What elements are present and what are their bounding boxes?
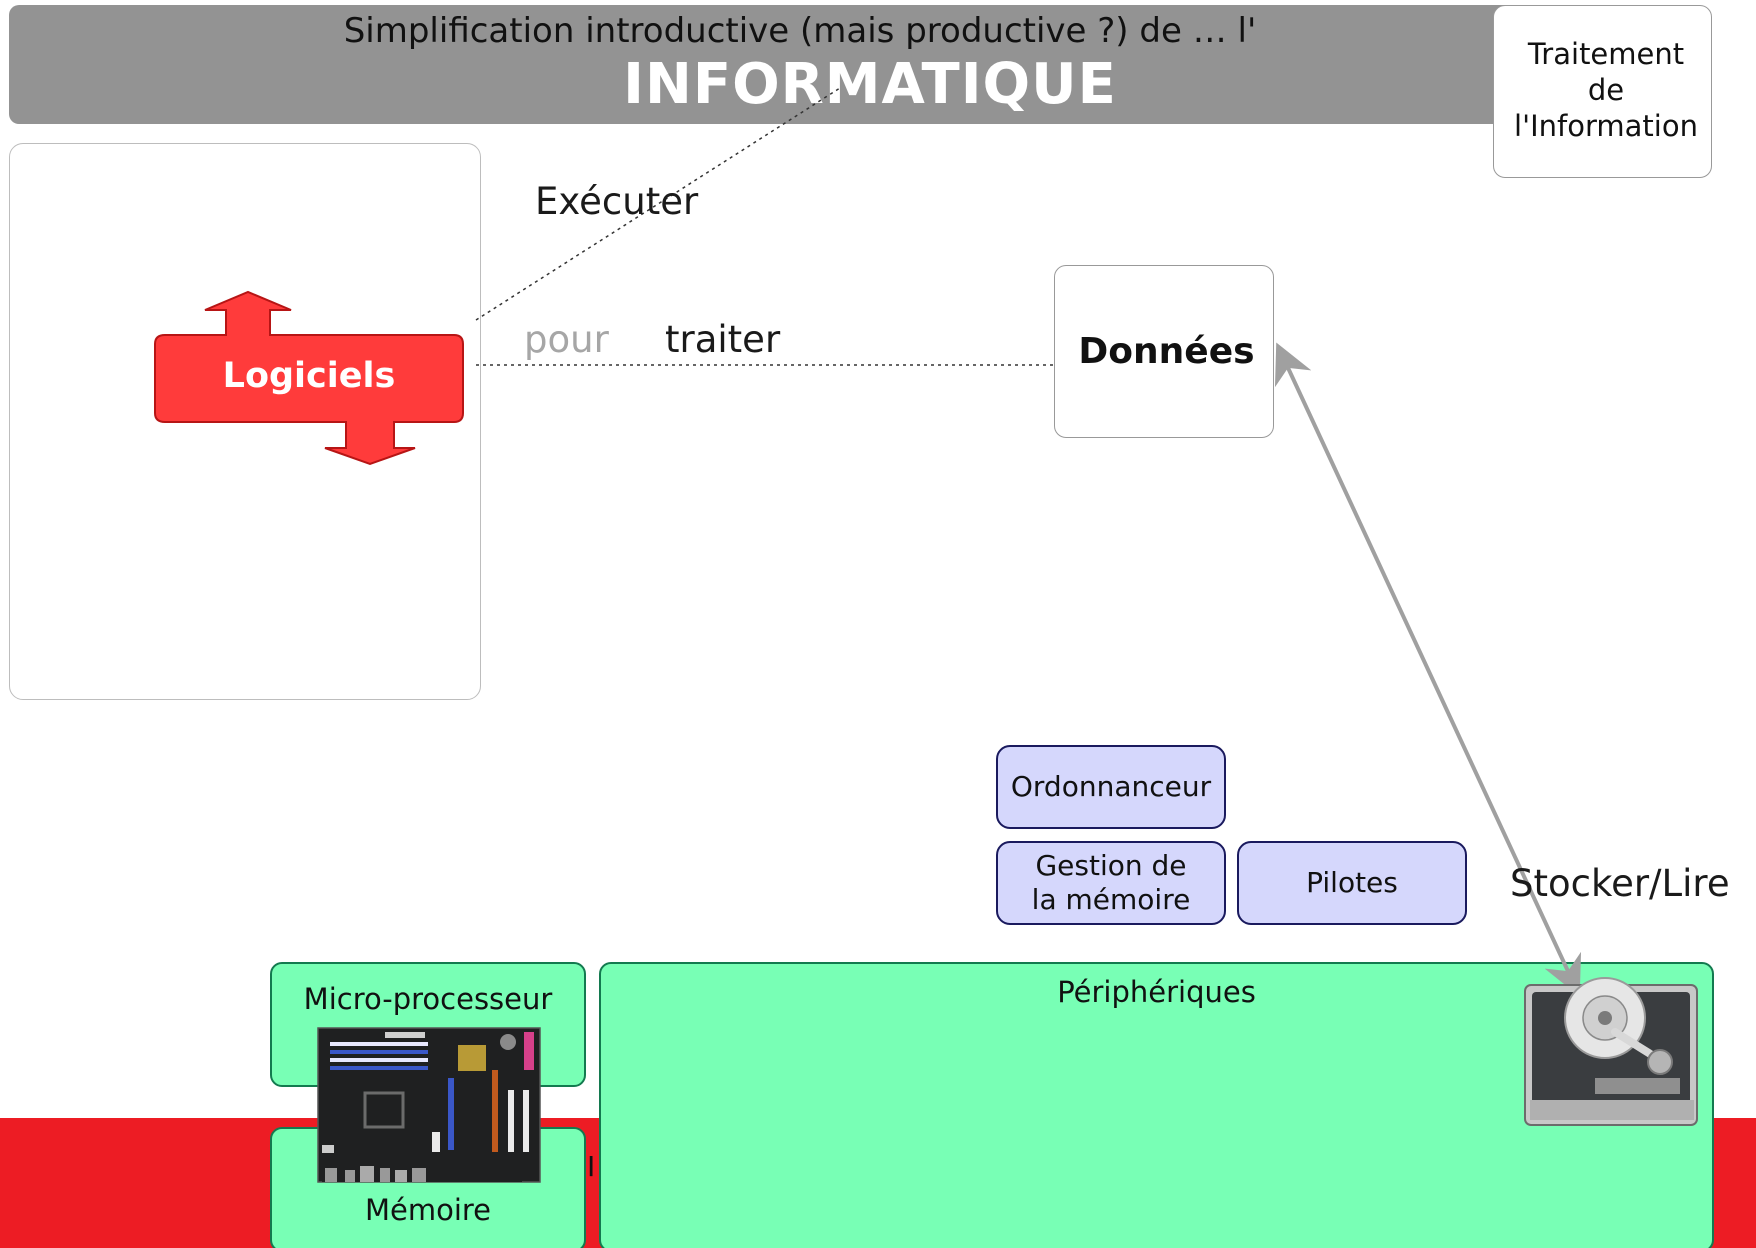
microprocessor-label: Micro-processeur (303, 982, 553, 1016)
motherboard-icon (317, 1027, 541, 1183)
header-title: INFORMATIQUE (623, 52, 1117, 117)
execute-connector (475, 87, 841, 321)
storage-arrow (1274, 342, 1582, 997)
data-box (1054, 265, 1274, 438)
data-label: Données (1078, 331, 1255, 372)
for-label: pour (524, 318, 609, 361)
header-subtitle: Simplification introductive (mais produc… (343, 11, 1257, 51)
memory-management-box: Gestion de la mémoire (996, 841, 1226, 925)
memory-label: Mémoire (364, 1193, 492, 1227)
header-banner (9, 5, 1609, 124)
software-label: Logiciels (222, 356, 396, 396)
store-read-label: Stocker/Lire (1510, 862, 1730, 905)
execute-label: Exécuter (535, 180, 699, 223)
process-label: traiter (665, 318, 781, 361)
information-processing-box (1493, 5, 1712, 178)
information-processing-label: Traitement de l'Information (1514, 37, 1698, 143)
software-arrow-shape (154, 290, 464, 466)
scheduler-box: Ordonnanceur (996, 745, 1226, 829)
peripherals-label: Périphériques (1057, 975, 1256, 1009)
partial-hidden-label: I (587, 1150, 596, 1183)
hard-drive-icon (1524, 977, 1698, 1126)
